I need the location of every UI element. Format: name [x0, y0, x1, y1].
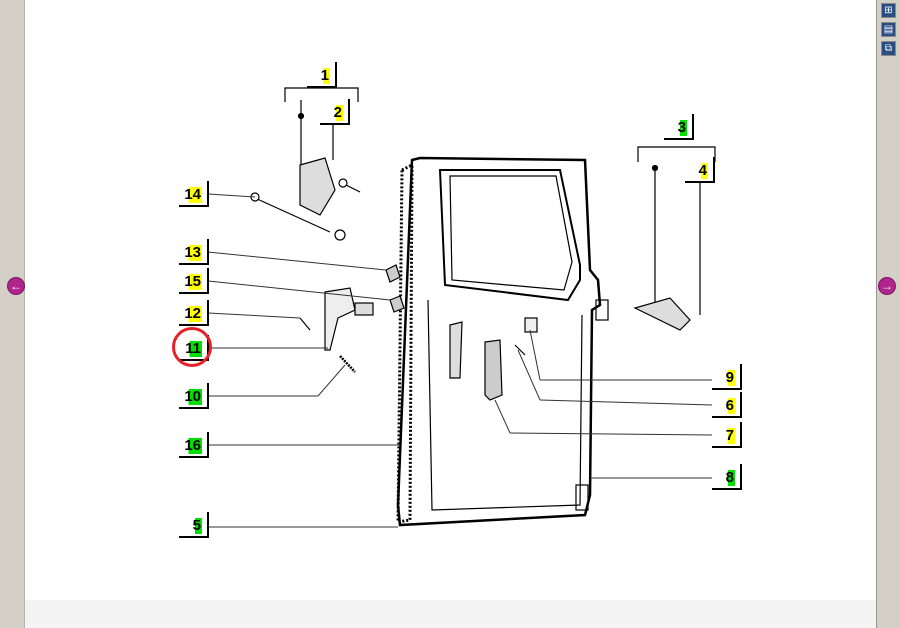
callout-4[interactable]: 4 — [685, 157, 715, 183]
callout-1[interactable]: 1 — [307, 62, 337, 88]
handle-part-7 — [484, 339, 503, 401]
lever-part-15 — [324, 287, 356, 351]
list-button[interactable]: ▤ — [881, 22, 896, 37]
diagram-canvas — [25, 0, 876, 600]
left-panel — [0, 0, 25, 628]
inner-handle — [449, 321, 463, 379]
window-frame — [438, 169, 581, 302]
callout-2[interactable]: 2 — [320, 99, 350, 125]
previous-page-button[interactable]: ← — [8, 278, 24, 294]
callout-9[interactable]: 9 — [712, 364, 742, 390]
next-page-button[interactable]: → — [879, 278, 895, 294]
spring-part-10 — [339, 355, 356, 373]
arrow-left-icon: ← — [10, 279, 22, 293]
cart-button[interactable]: ⊞ — [881, 3, 896, 18]
callout-16[interactable]: 16 — [179, 432, 209, 458]
callout-15[interactable]: 15 — [179, 268, 209, 294]
callout-8[interactable]: 8 — [712, 464, 742, 490]
cart-icon: ⊞ — [884, 4, 893, 16]
callout-12[interactable]: 12 — [179, 300, 209, 326]
callout-7[interactable]: 7 — [712, 422, 742, 448]
callout-3[interactable]: 3 — [664, 114, 694, 140]
callout-6[interactable]: 6 — [712, 392, 742, 418]
callout-13[interactable]: 13 — [179, 239, 209, 265]
callout-11[interactable]: 11 — [179, 335, 209, 361]
right-toolbar: ⊞ ▤ ⧉ — [876, 0, 900, 628]
link-button[interactable]: ⧉ — [881, 41, 896, 56]
lock-part-2 — [299, 157, 336, 216]
callout-14[interactable]: 14 — [179, 181, 209, 207]
callout-10[interactable]: 10 — [179, 383, 209, 409]
link-icon: ⧉ — [884, 42, 893, 54]
key-cylinder — [633, 297, 691, 331]
callout-5[interactable]: 5 — [179, 512, 209, 538]
arrow-right-icon: → — [881, 279, 893, 293]
list-icon: ▤ — [883, 23, 894, 35]
bottom-margin — [25, 600, 876, 628]
